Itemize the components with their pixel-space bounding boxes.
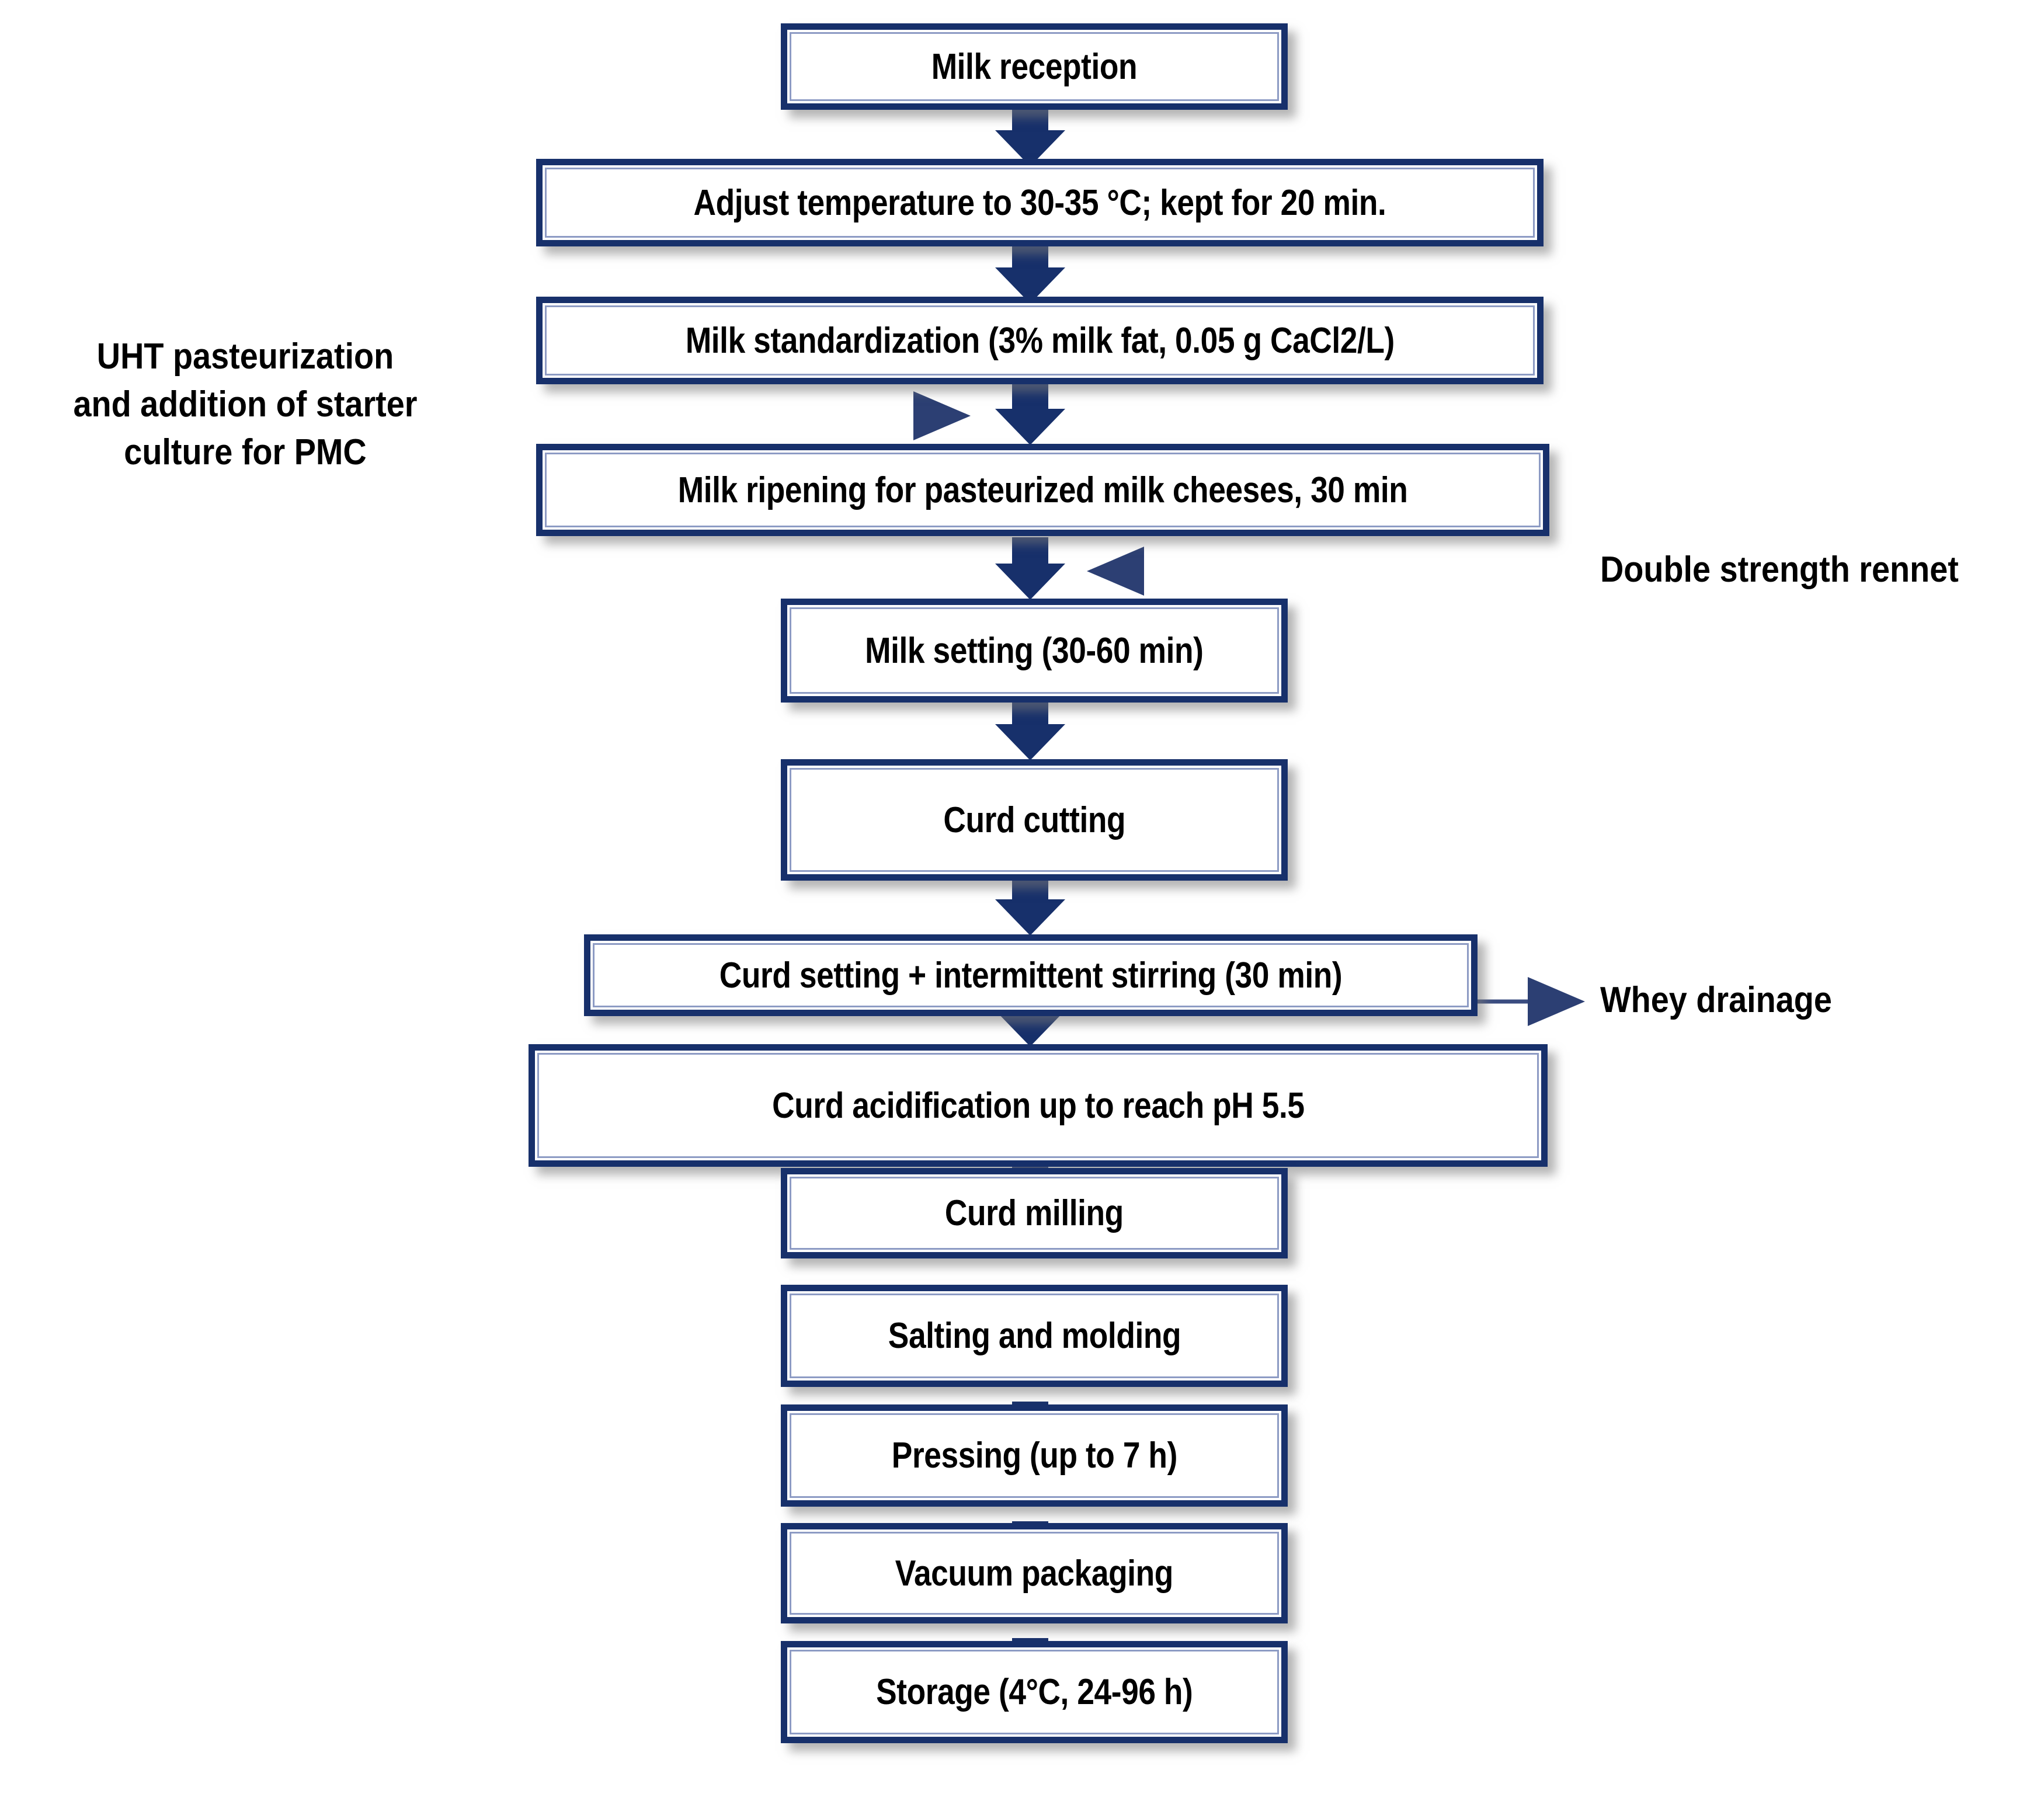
node-label: Adjust temperature to 30-35 °C; kept for… (693, 182, 1386, 223)
node-inner: Vacuum packaging (790, 1532, 1279, 1615)
node-label: Storage (4°C, 24-96 h) (875, 1672, 1193, 1712)
node-label: Milk reception (931, 46, 1138, 87)
node-label: Pressing (up to 7 h) (891, 1435, 1177, 1476)
annotation-whey-drainage: Whey drainage (1600, 980, 1832, 1020)
node-inner: Curd setting + intermittent stirring (30… (593, 943, 1469, 1007)
node-label: Vacuum packaging (895, 1553, 1174, 1594)
node-milk-ripening[interactable]: Milk ripening for pasteurized milk chees… (536, 444, 1549, 536)
node-curd-milling[interactable]: Curd milling (781, 1168, 1288, 1258)
node-inner: Salting and molding (790, 1294, 1279, 1378)
node-inner: Curd acidification up to reach pH 5.5 (537, 1053, 1539, 1158)
annotation-uht-starter: UHT pasteurization and addition of start… (73, 336, 418, 472)
node-milk-reception[interactable]: Milk reception (781, 23, 1288, 110)
node-inner: Milk standardization (3% milk fat, 0.05 … (545, 305, 1535, 375)
node-salting-molding[interactable]: Salting and molding (781, 1285, 1288, 1387)
node-label: Curd cutting (943, 799, 1125, 840)
node-curd-cutting[interactable]: Curd cutting (781, 759, 1288, 881)
node-inner: Curd milling (790, 1177, 1279, 1250)
node-label: Curd setting + intermittent stirring (30… (719, 955, 1343, 996)
node-curd-acidification[interactable]: Curd acidification up to reach pH 5.5 (529, 1044, 1548, 1167)
annotation-double-strength-rennet: Double strength rennet (1600, 550, 1959, 590)
node-inner: Milk reception (790, 32, 1279, 101)
node-label: Curd milling (945, 1193, 1124, 1233)
node-inner: Adjust temperature to 30-35 °C; kept for… (545, 168, 1535, 238)
node-pressing[interactable]: Pressing (up to 7 h) (781, 1404, 1288, 1507)
node-inner: Storage (4°C, 24-96 h) (790, 1650, 1279, 1734)
node-label: Milk standardization (3% milk fat, 0.05 … (685, 320, 1395, 361)
node-label: Milk ripening for pasteurized milk chees… (677, 470, 1408, 510)
node-storage[interactable]: Storage (4°C, 24-96 h) (781, 1641, 1288, 1743)
node-inner: Milk setting (30-60 min) (790, 607, 1279, 694)
node-inner: Pressing (up to 7 h) (790, 1413, 1279, 1498)
node-label: Milk setting (30-60 min) (865, 630, 1204, 671)
node-inner: Curd cutting (790, 768, 1279, 872)
node-milk-standardization[interactable]: Milk standardization (3% milk fat, 0.05 … (536, 297, 1544, 384)
node-vacuum-packaging[interactable]: Vacuum packaging (781, 1523, 1288, 1623)
node-adjust-temperature[interactable]: Adjust temperature to 30-35 °C; kept for… (536, 159, 1544, 246)
node-label: Salting and molding (888, 1316, 1181, 1356)
node-inner: Milk ripening for pasteurized milk chees… (545, 453, 1541, 527)
node-milk-setting[interactable]: Milk setting (30-60 min) (781, 599, 1288, 703)
node-label: Curd acidification up to reach pH 5.5 (771, 1085, 1305, 1126)
node-curd-setting[interactable]: Curd setting + intermittent stirring (30… (584, 934, 1478, 1016)
